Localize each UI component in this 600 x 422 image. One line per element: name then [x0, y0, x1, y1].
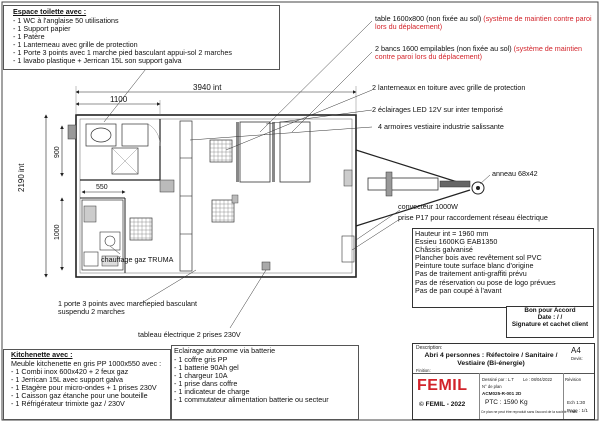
callout-socket: prise P17 pour raccordement réseau élect… [398, 213, 548, 222]
tb-finition-label: Finition: [416, 368, 431, 373]
callout-skylights: 2 lanterneaux en toiture avec grille de … [372, 83, 526, 92]
dim-total-length: 3940 int [193, 83, 222, 92]
kitchen-item: - 1 Caisson gaz étanche pour une bouteil… [11, 391, 148, 401]
kitchen-item: - 1 Etagère pour micro-ondes + 1 prises … [11, 383, 157, 393]
tb-drawn-by: Dessiné par : L.T [482, 377, 514, 382]
kitchen-box: Kitchenette avec : Meuble kitchenette en… [3, 349, 171, 420]
callout-table: table 1600x800 (non fixée au sol) (systè… [375, 14, 595, 32]
tb-scale: Ech 1:30 [567, 400, 586, 405]
battery-item: - 1 batterie 90Ah gel [174, 363, 239, 373]
spec-item: Essieu 1600KG EAB1350 [415, 237, 498, 247]
sanitary-list: - 1 WC à l'anglaise 50 utilisations - 1 … [13, 16, 232, 66]
battery-item: - 1 commutateur alimentation batterie ou… [174, 395, 329, 405]
spec-item: Pas de pan coupé à l'avant [415, 285, 502, 295]
dim-small-length: 1100 [110, 95, 128, 104]
kitchen-title: Kitchenette avec : [11, 350, 73, 359]
tb-page: Page : 1/1 [567, 408, 588, 413]
sanitary-item: - 1 Porte 3 points avec 1 marche pied ba… [13, 48, 232, 58]
kitchen-list: Meuble kitchenette en gris PP 1000x550 a… [11, 359, 162, 409]
callout-door: 1 porte 3 points avec marchepied bascula… [58, 299, 198, 317]
spec-item: Châssis galvanisé [415, 245, 473, 255]
dim-total-width: 2190 int [17, 163, 26, 192]
tb-devis-label: Devis: [571, 356, 583, 361]
callout-panel: tableau électrique 2 prises 230V [138, 330, 241, 339]
skylight-grids [129, 139, 233, 241]
table-and-benches [211, 121, 311, 223]
tb-description: Abri 4 personnes : Réfectoire / Sanitair… [424, 352, 558, 367]
sanitary-box: Espace toilette avec : - 1 WC à l'anglai… [3, 5, 280, 70]
trailer-outline [75, 114, 357, 278]
tb-plan-label: N° de plan [482, 384, 502, 389]
callout-heater: chauffage gaz TRUMA [101, 255, 174, 264]
sanitary-item: - 1 lavabo plastique + Jerrican 15L son … [13, 56, 182, 66]
battery-item: - 1 prise dans coffre [174, 379, 238, 389]
tb-ptc: PTC : 1590 Kg [485, 399, 528, 406]
callout-ring: anneau 68x42 [492, 169, 538, 178]
tb-note: Ce plan ne peut être reproduit sans l'ac… [481, 410, 578, 414]
dim-550: 550 [96, 184, 108, 191]
approval-date: Date : / / [537, 314, 563, 322]
tb-revision-label: Révision [565, 377, 582, 382]
tb-copyright: © FEMIL - 2022 [419, 401, 466, 408]
kitchen-area [81, 199, 124, 271]
callout-lights: 2 éclairages LED 12V sur inter temporisé [372, 105, 504, 114]
battery-title: Eclairage autonome via batterie [174, 346, 276, 355]
title-block: Description: A4 Devis: Abri 4 personnes … [412, 343, 595, 420]
specs-box: Hauteur int = 1960 mm Essieu 1600KG EAB1… [412, 228, 594, 308]
approval-box: Bon pour Accord Date : / / Signature et … [506, 306, 594, 338]
tb-plan-no: ACM025-R-001 2D [482, 391, 522, 396]
callout-table-text: table 1600x800 (non fixée au sol) [375, 14, 482, 23]
kitchen-item: Meuble kitchenette en gris PP 1000x550 a… [11, 359, 162, 368]
battery-item: - 1 indicateur de charge [174, 387, 250, 397]
callout-benches-note: (système de maintien contre paroi lors d… [375, 44, 582, 62]
battery-list: - 1 coffre gris PP - 1 batterie 90Ah gel… [174, 355, 329, 405]
drawbar [355, 149, 485, 227]
sanitary-item: - 1 Lanterneau avec grille de protection [13, 40, 138, 50]
kitchen-item: - 1 Combi inox 600x420 + 2 feux gaz [11, 367, 129, 377]
spec-item: Hauteur int = 1960 mm [415, 229, 489, 238]
tb-description-label: Description: [416, 345, 443, 351]
spec-item: Plancher bois avec revêtement sol PVC [415, 253, 542, 263]
battery-item: - 1 coffre gris PP [174, 355, 228, 364]
right-end-equipment [261, 169, 355, 271]
spec-item: Pas de réservation ou pose de logo prévu… [415, 277, 556, 287]
sanitary-item: - 1 Support papier [13, 24, 71, 34]
battery-box: Eclairage autonome via batterie - 1 coff… [171, 345, 359, 420]
spec-item: Peinture toute surface blanc d'origine [415, 261, 534, 271]
callout-lockers: 4 armoires vestiaire industrie salissant… [378, 122, 504, 131]
femil-logo: FEMIL [417, 377, 468, 394]
callout-table-note: (système de maintien contre paroi lors d… [375, 14, 592, 32]
locker-column [159, 120, 193, 272]
sanitary-item: - 1 Patère [13, 32, 45, 42]
sanitary-title: Espace toilette avec : [13, 7, 87, 16]
dim-1000: 1000 [54, 224, 61, 240]
callout-benches: 2 bancs 1600 empilables (non fixée au so… [375, 44, 595, 62]
callout-convector: convecteur 1000W [398, 202, 458, 211]
sanitary-item: - 1 WC à l'anglaise 50 utilisations [13, 16, 119, 25]
callout-benches-text: 2 bancs 1600 empilables (non fixée au so… [375, 44, 512, 53]
tb-format: A4 [571, 346, 581, 355]
toilet-fixtures [67, 123, 161, 175]
approval-signature: Signature et cachet client [511, 321, 589, 329]
tb-date: Le : 08/04/2022 [523, 377, 553, 382]
battery-item: - 1 chargeur 10A [174, 371, 228, 381]
approval-line1: Bon pour Accord [524, 307, 576, 314]
dim-900: 900 [54, 146, 61, 158]
kitchen-item: - 1 Jerrican 15L avec support galva [11, 375, 123, 385]
specs-list: Hauteur int = 1960 mm Essieu 1600KG EAB1… [415, 229, 556, 295]
spec-item: Pas de traitement anti-graffiti prévu [415, 269, 527, 279]
kitchen-item: - 1 Réfrigérateur trimixte gaz / 230V [11, 399, 125, 409]
